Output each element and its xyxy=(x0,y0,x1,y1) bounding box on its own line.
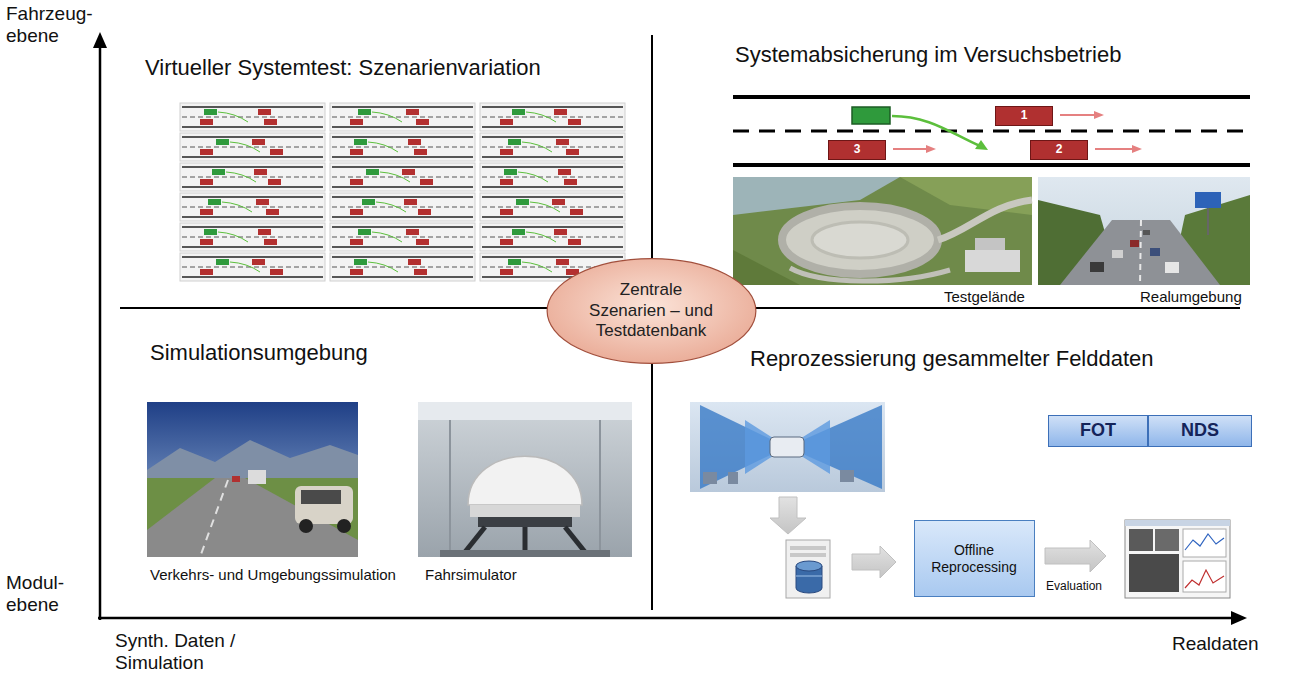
database-ellipse: Zentrale Szenarien – und Testdatenbank xyxy=(545,257,758,365)
scenario-thumbnails xyxy=(180,103,625,281)
scenario-thumbnail xyxy=(180,163,325,191)
node-text: Zentrale Szenarien – und Testdatenbank xyxy=(580,280,722,341)
quadrant-title: Systemabsicherung im Versuchsbetrieb xyxy=(735,42,1121,67)
process-box: Offline Reprocessing xyxy=(914,520,1035,597)
scenario-thumbnail xyxy=(180,253,325,281)
scenario-thumbnail xyxy=(330,163,475,191)
node-text: Offline Reprocessing xyxy=(922,542,1026,576)
database-server-icon xyxy=(786,540,830,598)
scenario-thumbnail xyxy=(180,193,325,221)
scenario-thumbnail xyxy=(480,163,625,191)
sensor-coverage-picture xyxy=(690,402,885,492)
evaluation-screenshot xyxy=(1125,520,1230,598)
scenario-thumbnail xyxy=(480,223,625,251)
callout-number: 2 xyxy=(1056,142,1063,156)
quadrant-title: Reprozessierung gesammelter Felddaten xyxy=(750,346,1154,371)
callout-number: 1 xyxy=(1021,108,1028,122)
photo-caption: Verkehrs- und Umgebungssimulation xyxy=(150,566,396,583)
study-type-box: NDS xyxy=(1148,415,1252,447)
scenario-thumbnail xyxy=(480,133,625,161)
driving-simulator-picture xyxy=(418,402,632,557)
scenario-thumbnail xyxy=(480,193,625,221)
vehicle-box: 3 xyxy=(828,140,886,160)
scenario-thumbnail xyxy=(330,193,475,221)
highway-photo xyxy=(1038,177,1250,285)
test-track-photo xyxy=(733,177,1032,285)
vehicle-box: 2 xyxy=(1030,140,1088,160)
scenario-thumbnail xyxy=(330,253,475,281)
scenario-thumbnail xyxy=(180,103,325,131)
photo-caption: Testgelände xyxy=(944,288,1025,305)
callout-number: 3 xyxy=(854,142,861,156)
vehicle-box: 1 xyxy=(995,106,1053,126)
study-type-box: FOT xyxy=(1048,415,1148,447)
axis-label: Modul- ebene xyxy=(6,572,86,616)
scenario-thumbnail xyxy=(330,223,475,251)
node-text: FOT xyxy=(1080,420,1116,442)
quadrant-title: Simulationsumgebung xyxy=(150,340,368,365)
arrow-label: Evaluation xyxy=(1046,580,1102,594)
scenario-thumbnail xyxy=(330,133,475,161)
quadrant-title: Virtueller Systemtest: Szenarienvariatio… xyxy=(145,55,541,80)
scenario-thumbnail xyxy=(180,223,325,251)
axis-label: Fahrzeug- ebene xyxy=(6,3,101,47)
photo-caption: Fahrsimulator xyxy=(425,566,517,583)
node-text: NDS xyxy=(1181,420,1219,442)
scenario-thumbnail xyxy=(330,103,475,131)
axis-label: Synth. Daten / Simulation xyxy=(115,630,270,674)
axis-label: Realdaten xyxy=(1172,633,1259,655)
scenario-thumbnail xyxy=(180,133,325,161)
scenario-thumbnail xyxy=(480,103,625,131)
photo-caption: Realumgebung xyxy=(1140,288,1242,305)
road-scenario xyxy=(733,97,1250,165)
traffic-simulation-picture xyxy=(147,402,358,557)
